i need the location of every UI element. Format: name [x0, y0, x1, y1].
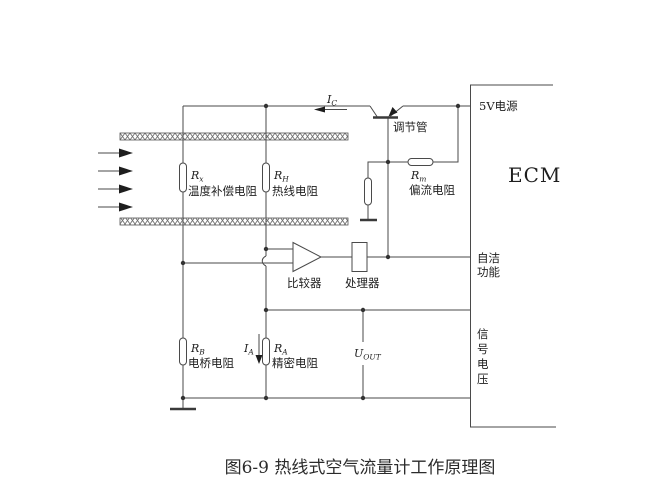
- wire-crossover-jog: [261, 255, 267, 267]
- rx-subscript: x: [199, 175, 204, 184]
- signal-voltage-char-4: 压: [477, 372, 489, 386]
- rh-symbol-label: RH: [273, 169, 289, 184]
- rx-name-label: 温度补偿电阻: [188, 184, 257, 198]
- junction-dot: [180, 260, 186, 266]
- ra-name-label: 精密电阻: [272, 356, 318, 370]
- air-arrow-3: [98, 184, 133, 194]
- junction-dot: [360, 395, 366, 401]
- rm-name-label: 偏流电阻: [409, 183, 455, 197]
- ecm-pin-self-clean-label-line1: 自洁: [477, 251, 500, 265]
- junction-dot: [360, 307, 366, 313]
- signal-voltage-char-2: 号: [477, 342, 489, 356]
- junction-dot: [385, 254, 391, 260]
- comparator-triangle: [292, 241, 323, 273]
- air-arrow-1: [98, 148, 133, 158]
- wire-bias-top: [367, 161, 388, 178]
- uout-label: UOUT: [354, 347, 382, 362]
- junction-dots: [180, 103, 461, 401]
- ic-symbol: I: [326, 93, 332, 106]
- junction-dot: [455, 103, 461, 109]
- rh-name-label: 热线电阻: [272, 184, 318, 198]
- regulator-transistor: [369, 105, 404, 119]
- ecm-pin-self-clean-label-line2: 功能: [477, 265, 500, 279]
- ra-symbol: R: [273, 342, 282, 355]
- rb-symbol: R: [190, 342, 199, 355]
- transistor-collector: [369, 105, 378, 117]
- rb-subscript: B: [198, 348, 205, 357]
- uout-subscript: OUT: [363, 353, 381, 362]
- ia-arrow-head: [255, 355, 263, 364]
- rh-subscript: H: [281, 175, 289, 184]
- resistor-ra-body: [262, 337, 270, 366]
- signal-voltage-char-3: 电: [477, 357, 489, 371]
- ecm-pin-signal-voltage-label: 信 号 电 压: [477, 327, 489, 386]
- ecm-box: [470, 84, 556, 428]
- junction-dot: [180, 395, 186, 401]
- ic-current-label: IC: [326, 93, 337, 108]
- rm-symbol-label: Rm: [410, 169, 426, 184]
- rm-subscript: m: [419, 175, 426, 184]
- rh-symbol: R: [273, 169, 282, 182]
- figure-caption: 图6-9 热线式空气流量计工作原理图: [225, 458, 496, 478]
- duct-wall-top: [119, 132, 349, 141]
- rm-symbol: R: [410, 169, 419, 182]
- air-arrow-head: [119, 148, 133, 158]
- ra-symbol-label: RA: [273, 342, 288, 357]
- junction-dot: [263, 395, 269, 401]
- ia-symbol: I: [243, 342, 249, 355]
- transistor-label: 调节管: [393, 120, 428, 134]
- ra-subscript: A: [281, 348, 288, 357]
- processor-box: [351, 242, 368, 272]
- air-arrow-4: [98, 202, 133, 212]
- processor-label: 处理器: [345, 276, 380, 290]
- air-arrow-head: [119, 184, 133, 194]
- resistor-rh-body: [262, 162, 270, 193]
- ia-current-arrow: [255, 334, 263, 364]
- ic-subscript: C: [331, 99, 337, 108]
- rb-symbol-label: RB: [190, 342, 205, 357]
- transistor-emitter-arrow-icon: [388, 107, 398, 117]
- air-flow-arrows: [98, 148, 133, 212]
- rb-name-label: 电桥电阻: [188, 356, 234, 370]
- air-arrow-head: [119, 202, 133, 212]
- ia-current-label: IA: [243, 342, 254, 357]
- air-arrow-head: [119, 166, 133, 176]
- resistor-rm-body: [407, 158, 434, 166]
- wire-rm-right: [433, 106, 459, 163]
- signal-voltage-char-1: 信: [477, 327, 489, 341]
- ia-subscript: A: [247, 348, 254, 357]
- junction-dot: [263, 307, 269, 313]
- junction-dot: [263, 103, 269, 109]
- ic-current-arrow: [314, 106, 347, 113]
- junction-dot: [263, 246, 269, 252]
- air-arrow-2: [98, 166, 133, 176]
- bridge-wiring: [170, 105, 470, 411]
- junction-dot: [385, 159, 391, 165]
- resistor-rx-body: [179, 162, 187, 193]
- ic-arrow-head: [314, 106, 325, 113]
- rx-symbol: R: [190, 169, 199, 182]
- resistor-bias-body: [364, 177, 372, 206]
- uout-symbol: U: [354, 347, 364, 360]
- ecm-pin-5v-label: 5V电源: [479, 99, 518, 113]
- rx-symbol-label: Rx: [190, 169, 204, 184]
- duct-wall-bottom: [119, 217, 349, 226]
- ecm-title: ECM: [508, 163, 561, 187]
- resistor-rb-body: [179, 337, 187, 366]
- comparator-label: 比较器: [287, 276, 322, 290]
